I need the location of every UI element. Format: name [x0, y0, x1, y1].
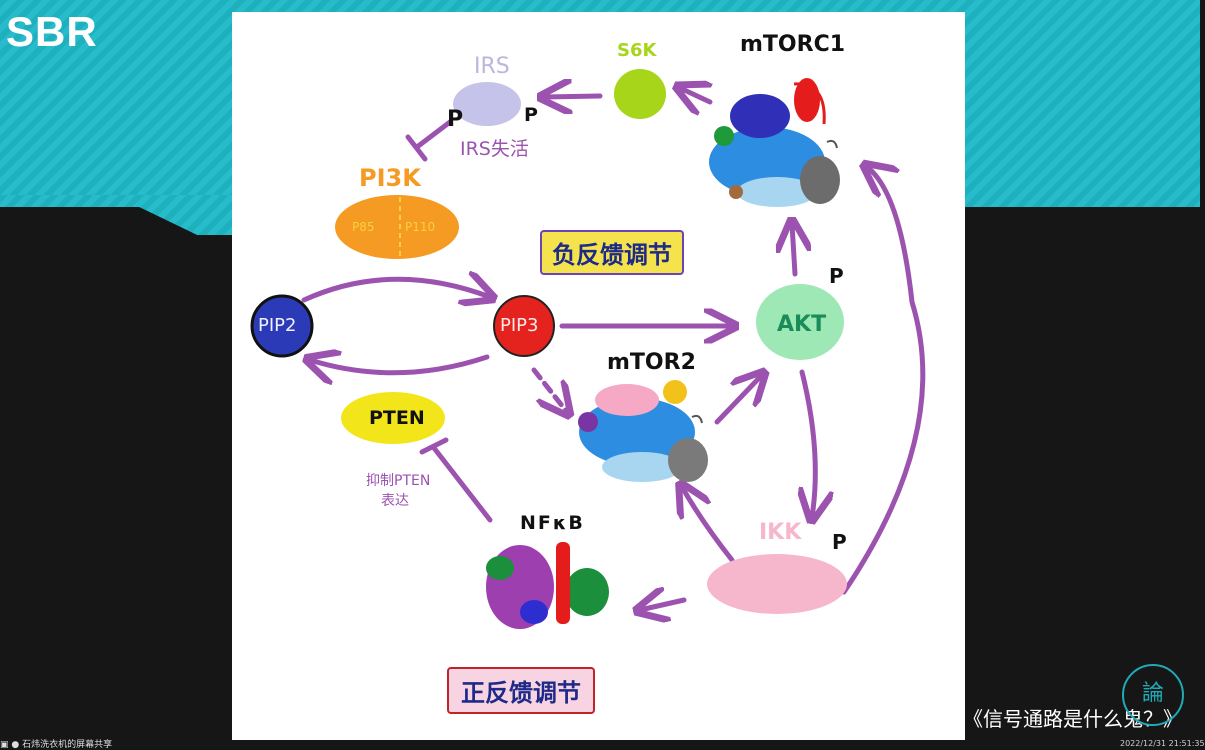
pi3k-node: [335, 195, 459, 259]
sbr-logo: SBR: [6, 8, 98, 55]
timestamp: 2022/12/31 21:51:35: [1120, 739, 1205, 748]
arrow-pip3-to-pip2: [310, 357, 490, 373]
arrow-ikk-to-mtor2: [682, 487, 735, 563]
pi3k-label: PI3K: [359, 164, 421, 192]
akt-label: AKT: [777, 312, 827, 337]
screen-share-text: 石炜洗衣机的屏幕共享: [22, 740, 113, 750]
mtor2-complex: [578, 380, 708, 482]
positive-feedback-box: 正反馈调节: [447, 667, 595, 714]
negative-feedback-box: 负反馈调节: [540, 230, 684, 275]
mtorc1-complex: [709, 78, 840, 207]
arrow-pip3-to-mtor2-dashed: [531, 367, 567, 412]
mtorc1-label: mTORC1: [740, 32, 846, 57]
irs-phospho-left: P: [447, 107, 464, 132]
irs-inactive-label: IRS失活: [460, 138, 529, 160]
pi3k-sub-left-label: P85: [352, 220, 375, 234]
arrow-pip2-to-pip3: [301, 279, 490, 300]
s6k-node: [614, 69, 666, 119]
akt-phospho: P: [829, 264, 844, 288]
pten-label: PTEN: [369, 407, 425, 429]
mtor2-label: mTOR2: [607, 350, 696, 375]
nfkb-label: NFκB: [520, 512, 585, 534]
diagram-canvas: [250, 69, 926, 629]
pip2-label: PIP2: [258, 315, 297, 336]
arrow-akt-to-ikk: [802, 369, 815, 517]
arrow-mtorc1-to-s6k: [680, 88, 710, 102]
akt-node: [756, 284, 844, 360]
pten-node: [341, 392, 445, 444]
ikk-node: [707, 554, 847, 614]
screen-share-indicator: ▣ ● 石炜洗衣机的屏幕共享: [0, 737, 112, 750]
nfkb-complex: [486, 542, 609, 629]
screen-share-icon: ▣ ●: [0, 740, 23, 750]
pip2-node: [250, 294, 314, 358]
irs-phospho-right: P: [524, 104, 538, 126]
pip3-label: PIP3: [500, 315, 539, 336]
irs-node: [453, 82, 521, 126]
diagram-slide: IRS S6K mTORC1 P P IRS失活 PI3K P85 P110 P…: [232, 12, 965, 740]
pip3-node: [493, 295, 555, 357]
header-stripe-tab: [0, 195, 232, 235]
arrow-ikk-to-mtorc1: [841, 167, 926, 595]
seal-logo: 論: [1122, 664, 1184, 726]
inhibit-nfkb-to-pten: [431, 445, 493, 523]
arrow-s6k-to-irs: [544, 96, 603, 97]
ikk-label: IKK: [759, 520, 802, 545]
arrow-akt-to-mtorc1: [792, 224, 795, 277]
pi3k-sub-right-label: P110: [405, 220, 436, 234]
arrow-mtor2-to-akt: [714, 375, 762, 425]
inhibit-nfkb-to-pten-bar: [419, 437, 449, 455]
arrow-ikk-to-nfkb: [640, 600, 687, 610]
inhibit-irs-to-pi3k-bar: [405, 134, 428, 162]
inhibit-irs-to-pi3k: [414, 119, 453, 150]
irs-label: IRS: [474, 54, 510, 79]
pten-inhibit-line1: 抑制PTEN: [366, 473, 431, 489]
ikk-phospho: P: [832, 530, 847, 554]
pten-inhibit-line2: 表达: [381, 493, 409, 509]
s6k-label: S6K: [617, 40, 657, 61]
